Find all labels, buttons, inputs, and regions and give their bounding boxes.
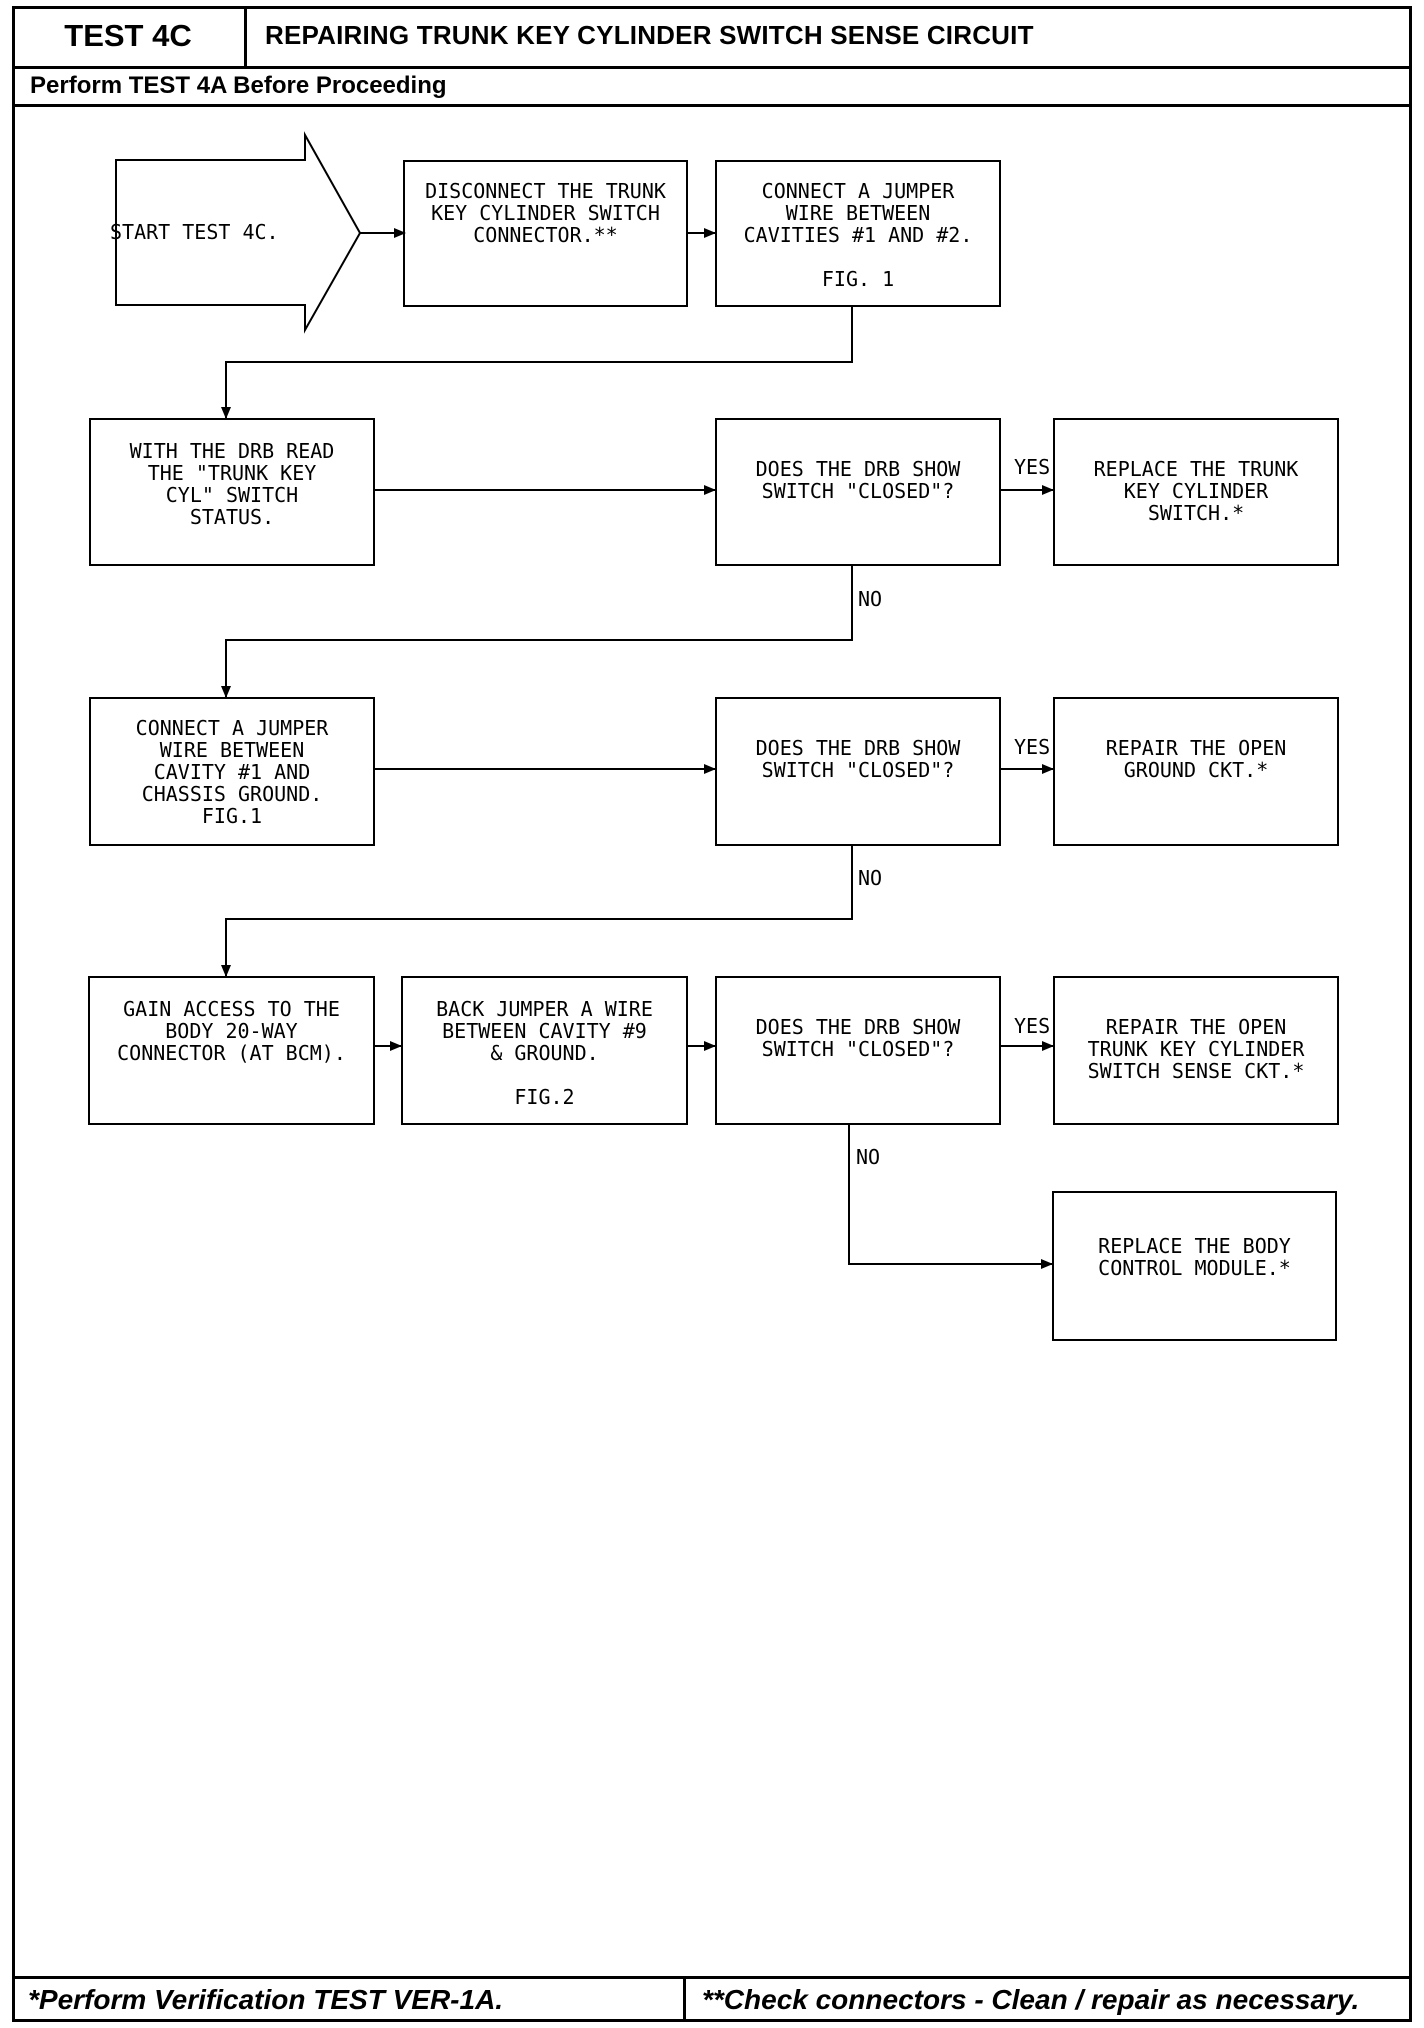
prerequisite-note: Perform TEST 4A Before Proceeding [30,72,447,99]
footer-divider [12,1976,1412,1979]
no-label: NO [858,866,883,890]
step-replace-switch: REPLACE THE TRUNK KEY CYLINDER SWITCH.* [1053,418,1339,566]
header-divider [12,66,1412,69]
yes-label: YES [1014,735,1051,759]
start-label: START TEST 4C. [110,220,279,244]
footer-connector-note: **Check connectors - Clean / repair as n… [702,1984,1360,2015]
step-jumper-chassis-ground: CONNECT A JUMPER WIRE BETWEEN CAVITY #1 … [89,697,375,846]
connector-jumper-to-read [221,307,853,419]
connector-q1-no [221,565,853,698]
connector-q2-no [221,845,853,977]
no-label: NO [856,1145,881,1169]
test-title: REPAIRING TRUNK KEY CYLINDER SWITCH SENS… [265,20,1034,50]
decision-switch-closed-3: DOES THE DRB SHOW SWITCH "CLOSED"? [715,976,1001,1125]
footer-column-divider [683,1976,686,2022]
decision-switch-closed-1: DOES THE DRB SHOW SWITCH "CLOSED"? [715,418,1001,566]
connector-q3-no [848,1124,1053,1269]
step-repair-ground-circuit: REPAIR THE OPEN GROUND CKT.* [1053,697,1339,846]
footer-verification-note: *Perform Verification TEST VER-1A. [28,1984,504,2015]
step-read-drb-status: WITH THE DRB READ THE "TRUNK KEY CYL" SW… [89,418,375,566]
no-label: NO [858,587,883,611]
step-replace-body-control-module: REPLACE THE BODY CONTROL MODULE.* [1052,1191,1337,1341]
yes-label: YES [1014,1014,1051,1038]
start-arrow-shape [115,131,362,334]
step-jumper-cavities: CONNECT A JUMPER WIRE BETWEEN CAVITIES #… [715,160,1001,307]
yes-label: YES [1014,455,1051,479]
page-frame [12,6,1412,2022]
step-back-jumper-wire: BACK JUMPER A WIRE BETWEEN CAVITY #9 & G… [401,976,688,1125]
decision-switch-closed-2: DOES THE DRB SHOW SWITCH "CLOSED"? [715,697,1001,846]
step-disconnect-connector: DISCONNECT THE TRUNK KEY CYLINDER SWITCH… [403,160,688,307]
header-divider [12,104,1412,107]
step-repair-sense-circuit: REPAIR THE OPEN TRUNK KEY CYLINDER SWITC… [1053,976,1339,1125]
step-gain-access-connector: GAIN ACCESS TO THE BODY 20-WAY CONNECTOR… [88,976,375,1125]
